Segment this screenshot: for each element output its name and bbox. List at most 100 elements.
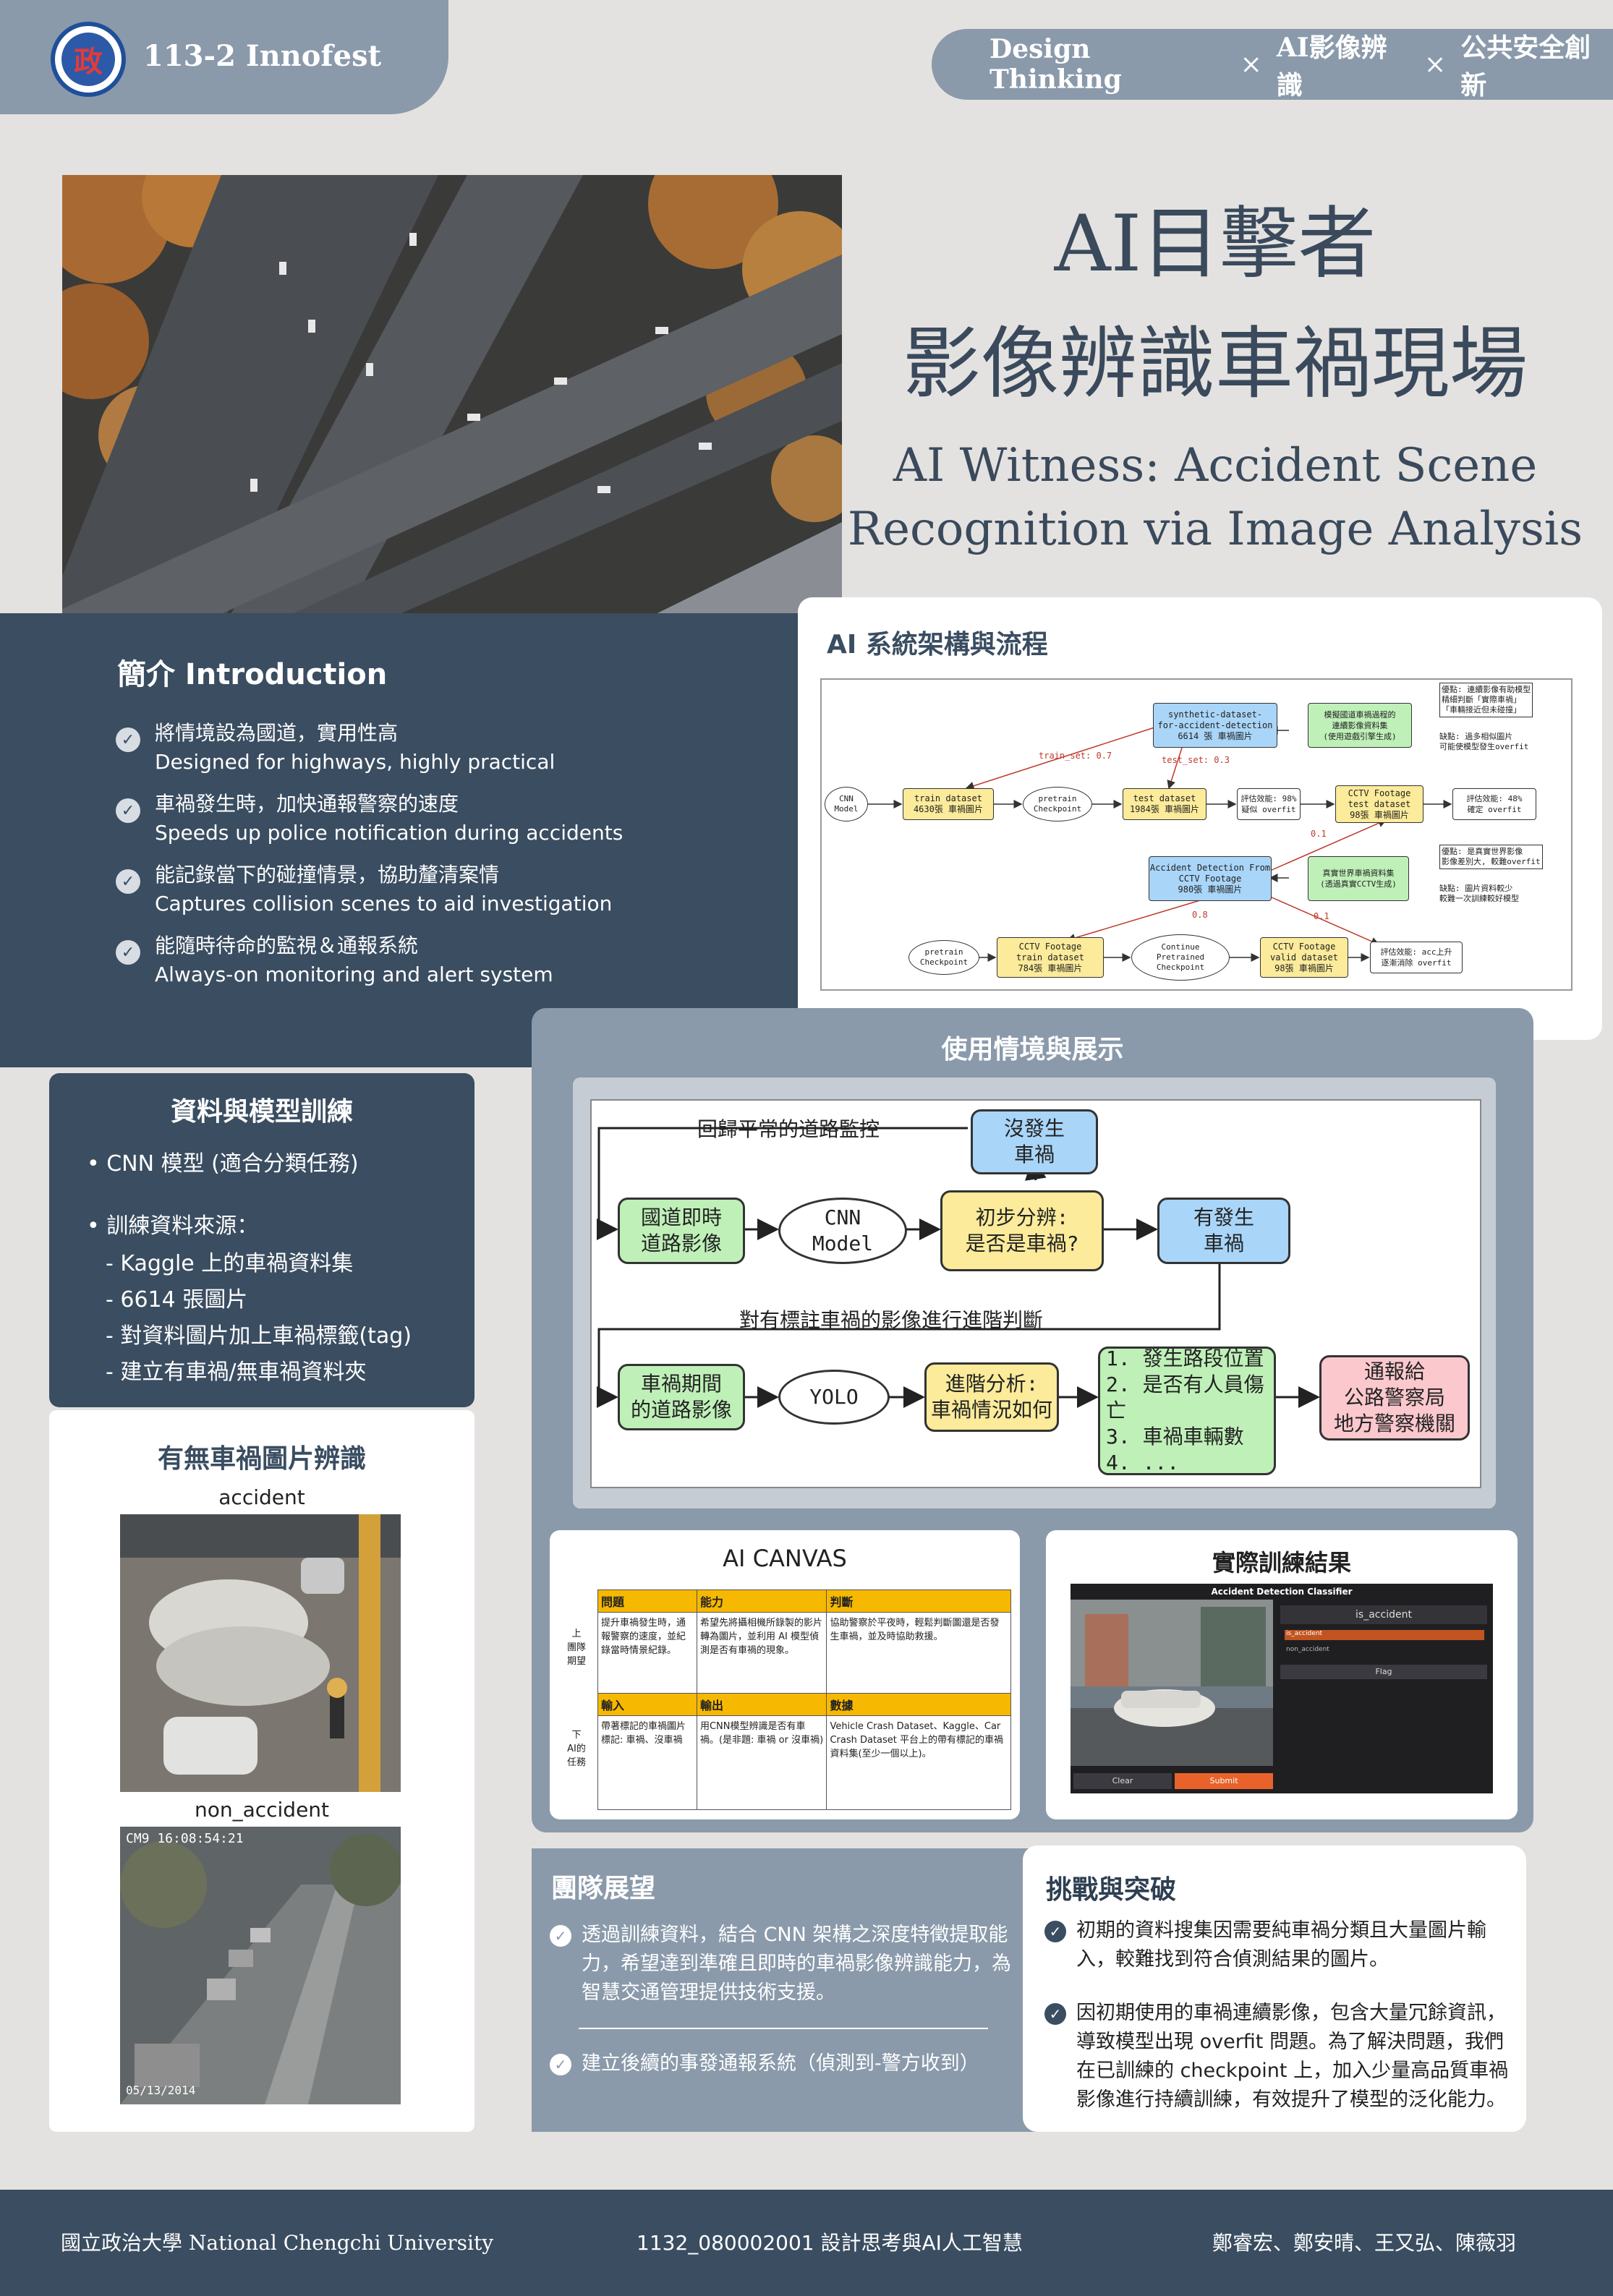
flow-cons2: 缺點: 圖片資料較少 較難一次訓練較好模型 <box>1439 884 1519 903</box>
canvas-header: 問題 <box>597 1589 697 1613</box>
advanced-analysis-node: 進階分析: 車禍情況如何 <box>924 1362 1059 1432</box>
canvas-header: 數據 <box>826 1693 1011 1716</box>
canvas-cell: 帶著標記的車禍圖片 標記: 車禍、沒車禍 <box>597 1715 697 1810</box>
ai-canvas-table: 問題 能力 判斷 提升車禍發生時，通報警察的速度，並紀錄當時情景紀錄。 希望先將… <box>597 1589 1011 1810</box>
flow-node-cctv-test: CCTV Footage test dataset 98張 車禍圖片 <box>1335 785 1423 823</box>
data-sub-item: - 建立有車禍/無車禍資料夾 <box>106 1360 367 1385</box>
clear-button[interactable]: Clear <box>1073 1773 1172 1789</box>
check-icon: ✓ <box>1044 1921 1066 1942</box>
flow-node-eval2: 評估效能: 48% 確定 overfit <box>1452 788 1536 820</box>
canvas-header: 輸入 <box>597 1693 697 1716</box>
challenge-item: ✓ 因初期使用的車禍連續影像，包含大量冗餘資訊，導致模型出現 overfit 問… <box>1044 1999 1515 2114</box>
team-item: ✓ 建立後續的事發通報系統（偵測到-警方收到） <box>550 2049 1013 2078</box>
accident-label: accident <box>218 1485 305 1509</box>
usage-diagram: 回歸平常的道路監控 沒發生 車禍 國道即時 道路影像 CNN Model 初步分… <box>590 1099 1481 1488</box>
english-title: AI Witness: Accident Scene Recognition v… <box>846 434 1584 561</box>
team-item: ✓ 透過訓練資料，結合 CNN 架構之深度特徵提取能力，希望達到準確且即時的車禍… <box>550 1921 1013 2007</box>
intro-item-en: Captures collision scenes to aid investi… <box>155 892 613 916</box>
english-title-line2: Recognition via Image Analysis <box>847 503 1583 556</box>
intro-item-zh: 能隨時待命的監視＆通報系統 <box>155 934 419 957</box>
flow-node-cctv-train: CCTV Footage train dataset 784張 車禍圖片 <box>997 937 1104 978</box>
flow-node-simulate: 模擬國道車禍過程的 連續影像資料集 (使用遊戲引擎生成) <box>1308 703 1412 748</box>
canvas-header: 能力 <box>696 1589 827 1613</box>
data-sub-item: - 6614 張圖片 <box>106 1287 248 1313</box>
result-row-non-accident: non_accident <box>1286 1646 1329 1653</box>
check-icon: ✓ <box>116 869 140 894</box>
data-bullet-cnn: • CNN 模型 (適合分類任務) <box>87 1151 359 1177</box>
highway-aerial-photo <box>62 175 842 686</box>
result-row-accident: is_accident <box>1286 1630 1323 1637</box>
flow-node-eval3: 評估效能: acc上升 逐漸消除 overfit <box>1370 942 1463 973</box>
team-item-text: 建立後續的事發通報系統（偵測到-警方收到） <box>582 2052 979 2075</box>
main-title-line1: AI目擊者 <box>1054 199 1376 289</box>
tag-bar: Design Thinking × AI影像辨識 × 公共安全創新 <box>932 29 1613 101</box>
team-outlook-title: 團隊展望 <box>551 1874 656 1903</box>
flag-button[interactable]: Flag <box>1280 1665 1487 1679</box>
cctv-date: 05/13/2014 <box>126 2083 196 2097</box>
prelim-check-node: 初步分辨: 是否是車禍? <box>940 1190 1104 1271</box>
canvas-cell: 用CNN模型辨識是否有車禍。(是非題: 車禍 or 沒車禍) <box>696 1715 827 1810</box>
accident-details-node: 1. 發生路段位置 2. 是否有人員傷亡 3. 車禍車輛數 4. ... <box>1098 1347 1276 1475</box>
submit-button[interactable]: Submit <box>1175 1773 1273 1789</box>
return-monitoring-label: 回歸平常的道路監控 <box>697 1117 880 1141</box>
canvas-cell: 協助警察於平夜時，輕鬆判斷圖還是否發生車禍，並及時協助救援。 <box>826 1612 1011 1694</box>
tag-public-safety: 公共安全創新 <box>1460 33 1591 101</box>
intro-item-en: Speeds up police notification during acc… <box>155 821 624 845</box>
challenges-title: 挑戰與突破 <box>1046 1875 1177 1905</box>
tag-design-thinking: Design Thinking <box>989 34 1122 95</box>
output-label: is_accident <box>1280 1605 1487 1624</box>
data-sub-item: - Kaggle 上的車禍資料集 <box>106 1251 354 1276</box>
flow-label-train-set: train_set: 0.7 <box>1039 751 1112 761</box>
footer-authors: 鄭睿宏、鄭安晴、王又弘、陳薇羽 <box>1212 2231 1517 2255</box>
english-title-line1: AI Witness: Accident Scene <box>893 439 1538 492</box>
tag-ai-image: AI影像辨識 <box>1276 33 1387 101</box>
challenge-item: ✓ 初期的資料搜集因需要純車禍分類且大量圖片輸入，較難找到符合偵測結果的圖片。 <box>1044 1916 1515 1974</box>
canvas-cell: 提升車禍發生時，通報警察的速度，並紀錄當時情景紀錄。 <box>597 1612 697 1694</box>
check-icon: ✓ <box>116 940 140 965</box>
data-model-title: 資料與模型訓練 <box>170 1097 353 1127</box>
flow-cons1: 缺點: 過多相似圖片 可能使模型發生overfit <box>1439 732 1529 751</box>
accident-id-title: 有無車禍圖片辨識 <box>157 1444 366 1474</box>
ai-canvas-table-wrap: 上 團隊 期望 下 AI的 任務 問題 能力 判斷 提升車禍發生時，通報警察的速… <box>558 1589 1011 1810</box>
footer-course: 1132_080002001 設計思考與AI人工智慧 <box>637 2231 1023 2255</box>
canvas-side-top: 上 團隊 期望 <box>566 1629 586 1667</box>
tag-separator: × <box>1240 49 1262 80</box>
canvas-cell: 希望先將攝相機所錄製的影片轉為圖片，並利用 AI 模型偵測是否有車禍的現象。 <box>696 1612 827 1694</box>
has-accident-node: 有發生 車禍 <box>1157 1198 1290 1264</box>
ai-canvas-title: AI CANVAS <box>723 1545 847 1572</box>
flow-label-0-8: 0.8 <box>1192 910 1208 920</box>
notify-police-node: 通報給 公路警察局 地方警察機關 <box>1319 1355 1470 1441</box>
flow-label-0-1-a: 0.1 <box>1311 829 1327 839</box>
intro-item-zh: 將情境設為國道，實用性高 <box>155 721 399 745</box>
highway-feed-node: 國道即時 道路影像 <box>618 1198 745 1264</box>
flow-node-real: 真實世界車禍資料集 (透過真實CCTV生成) <box>1308 856 1409 901</box>
footer <box>0 2190 1613 2296</box>
cnn-model-node: CNN Model <box>778 1198 907 1264</box>
yolo-node: YOLO <box>778 1370 890 1425</box>
app-input-image <box>1071 1600 1273 1766</box>
flow-node-test: test dataset 1984張 車禍圖片 <box>1123 788 1206 820</box>
usage-title: 使用情境與展示 <box>941 1035 1124 1064</box>
team-outlook-panel <box>532 1848 1038 2132</box>
cctv-timestamp: CM9 16:08:54:21 <box>126 1831 244 1846</box>
check-icon: ✓ <box>116 727 140 752</box>
flow-node-cnn: CNN Model <box>825 787 868 821</box>
team-divider <box>579 2028 988 2029</box>
flow-node-synthetic: synthetic-dataset- for-accident-detectio… <box>1153 703 1277 748</box>
intro-panel <box>0 613 799 1067</box>
flow-label-test-set: test_set: 0.3 <box>1162 755 1230 765</box>
data-model-card <box>49 1073 474 1407</box>
challenges-card <box>1023 1845 1526 2132</box>
canvas-header: 輸出 <box>696 1693 827 1716</box>
intro-title: 簡介 Introduction <box>117 658 388 691</box>
team-item-text: 透過訓練資料，結合 CNN 架構之深度特徵提取能力，希望達到準確且即時的車禍影像… <box>582 1924 1011 2004</box>
canvas-header: 判斷 <box>826 1589 1011 1613</box>
flow-node-eval1: 評估效能: 98% 疑似 overfit <box>1237 788 1301 820</box>
footer-university: 國立政治大學 National Chengchi University <box>61 2231 494 2255</box>
accident-sample-image <box>120 1514 401 1792</box>
system-flow-diagram: synthetic-dataset- for-accident-detectio… <box>820 678 1572 991</box>
data-sub-item: - 對資料圖片加上車禍標籤(tag) <box>106 1323 412 1349</box>
system-flow-title: AI 系統架構與流程 <box>827 630 1048 660</box>
training-result-title: 實際訓練結果 <box>1212 1549 1351 1576</box>
